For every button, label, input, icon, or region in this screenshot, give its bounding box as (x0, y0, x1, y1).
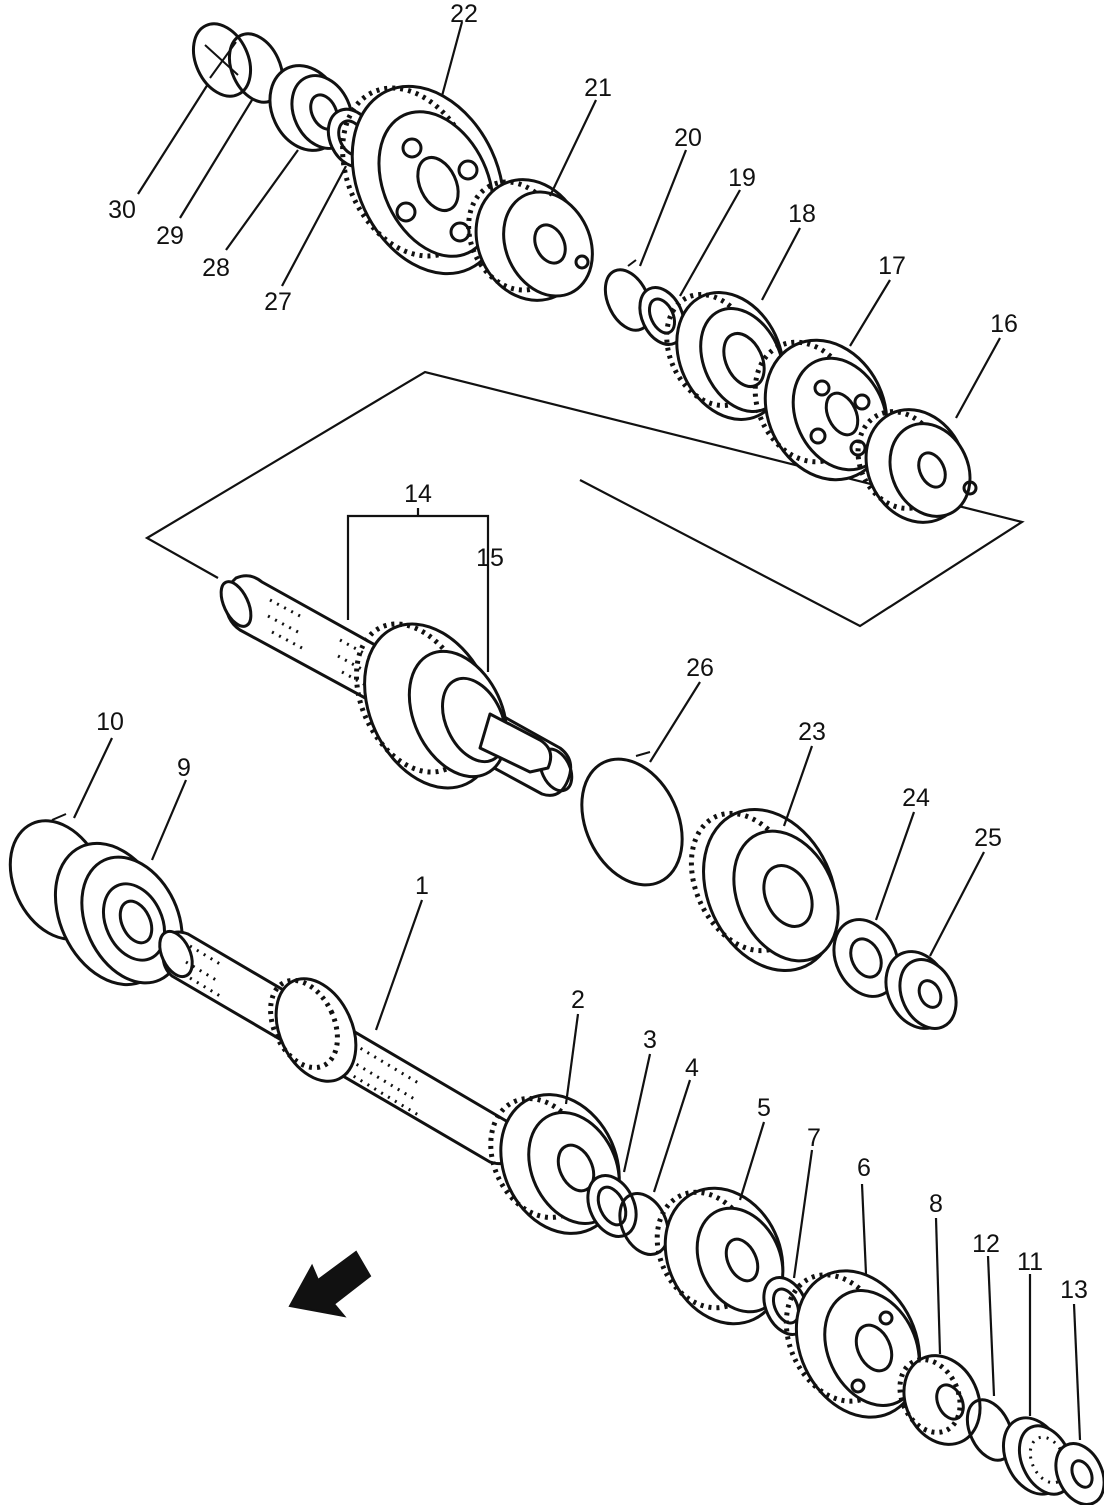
callout-16: 16 (990, 310, 1018, 338)
part-9-bearing (53, 841, 184, 987)
callout-18: 18 (788, 200, 816, 228)
arrow-forward-left-icon (288, 1250, 372, 1318)
part-24-lock-washer (832, 918, 900, 998)
callout-13: 13 (1060, 1276, 1088, 1304)
callout-labels: 22 21 20 19 18 17 16 30 29 28 27 14 15 2… (96, 0, 1088, 1304)
callout-20: 20 (674, 124, 702, 152)
callout-1: 1 (415, 872, 429, 900)
callout-28: 28 (202, 254, 230, 282)
callout-24: 24 (902, 784, 930, 812)
part-19-washer (638, 286, 686, 346)
callout-bracket-14 (346, 508, 490, 672)
callout-21: 21 (584, 74, 612, 102)
callout-27: 27 (264, 288, 292, 316)
callout-5: 5 (757, 1094, 771, 1122)
callout-26: 26 (686, 654, 714, 682)
callout-10: 10 (96, 708, 124, 736)
part-16-gear (855, 408, 978, 524)
callout-15: 15 (476, 544, 504, 572)
callout-12: 12 (972, 1230, 1000, 1258)
callout-22: 22 (450, 0, 478, 28)
callout-4: 4 (685, 1054, 699, 1082)
callout-11: 11 (1017, 1248, 1043, 1276)
callout-7: 7 (807, 1124, 821, 1152)
part-1-shaft-gear (268, 977, 358, 1083)
part-12-circlip (965, 1398, 1015, 1462)
part-8-gear (897, 1354, 982, 1446)
part-15-gear (353, 621, 553, 790)
callout-3: 3 (643, 1026, 657, 1054)
callout-29: 29 (156, 222, 184, 250)
callout-6: 6 (857, 1154, 871, 1182)
part-26-circlip (580, 751, 684, 887)
callout-8: 8 (929, 1190, 943, 1218)
callout-30: 30 (108, 196, 136, 224)
leader-lines (73, 21, 1082, 1441)
assembly-group-outline (144, 370, 1025, 628)
part-17-gear (752, 338, 889, 482)
callout-2: 2 (571, 986, 585, 1014)
part-6-gear (783, 1269, 922, 1419)
callout-14: 14 (404, 480, 432, 508)
callout-23: 23 (798, 718, 826, 746)
callout-19: 19 (728, 164, 756, 192)
part-25-nut (884, 950, 958, 1030)
part-22-gear (340, 84, 506, 276)
part-13-nut (1054, 1442, 1104, 1505)
callout-25: 25 (974, 824, 1002, 852)
part-23-gear (688, 807, 840, 973)
callout-17: 17 (878, 252, 906, 280)
part-5-gear (654, 1186, 785, 1326)
part-30-circlip (191, 22, 253, 98)
callout-9: 9 (177, 754, 191, 782)
part-21-gear (466, 178, 594, 302)
